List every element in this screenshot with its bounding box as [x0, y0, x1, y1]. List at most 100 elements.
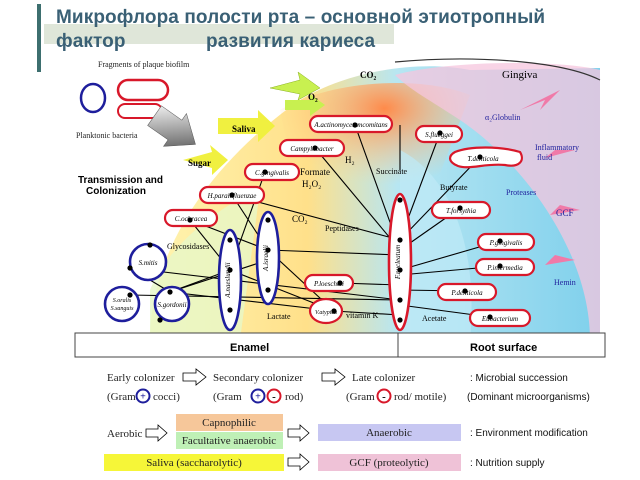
- legend-cocci: cocci): [153, 391, 180, 403]
- title-line-1: Микрофлора полости рта – основной этиотр…: [56, 7, 546, 28]
- sugar-arrow: [183, 145, 228, 175]
- node-s-mitis-label: S.mitis: [139, 259, 158, 267]
- node-a-israelii: [255, 210, 281, 306]
- node-eubacterium-label: Eubacterium: [481, 315, 518, 323]
- legend-arrow-2: [321, 368, 346, 386]
- o2-arrow: [285, 94, 325, 116]
- fragments-label: Fragments of plaque biofilm: [98, 60, 190, 69]
- gingiva-zone: [395, 63, 600, 341]
- legend-gram-minus-1: [266, 388, 282, 404]
- legend-dominant-note: (Dominant microorganisms): [467, 392, 590, 403]
- o2-label: O₂: [308, 92, 318, 102]
- root-surface-label: Root surface: [470, 342, 537, 354]
- legend-facultative: Facultative anaerobic: [182, 435, 276, 447]
- pink-arrow-2: [540, 150, 575, 158]
- page-title: Микрофлора полости рта – основной этиотр…: [56, 6, 545, 54]
- proteases-label: Proteases: [506, 188, 536, 197]
- enamel-label: Enamel: [230, 342, 269, 354]
- legend-plus-1: +: [140, 392, 146, 403]
- legend-arrow-5: [287, 453, 310, 471]
- legend-minus-2: -: [382, 391, 386, 403]
- title-line-2a: фактор: [56, 31, 126, 52]
- node-t-denticola: [449, 146, 523, 169]
- legend-nutrition-note: : Nutrition supply: [470, 458, 544, 469]
- hemin-label: Hemin: [554, 278, 576, 287]
- legend-anaerobic: Anaerobic: [366, 427, 412, 439]
- gingiva-line: [394, 58, 601, 81]
- node-v-atypica-label: V.atypica: [315, 310, 337, 316]
- node-s-oralis-sanguis: [103, 285, 141, 323]
- node-actinomycetemcomitans: [308, 114, 394, 134]
- node-p-gingivalis: [476, 232, 536, 252]
- node-s-gordonii: [153, 285, 191, 323]
- node-c-gingivalis: [243, 162, 301, 182]
- node-p-intermedia-label: P.intermedia: [486, 264, 523, 272]
- node-v-atypica: [308, 297, 344, 325]
- acetate-label: Acetate: [422, 314, 447, 323]
- pink-arrow-3: [550, 205, 580, 215]
- h2-label: H₂: [345, 155, 355, 165]
- sugar-label: Sugar: [188, 158, 211, 168]
- node-actinomycetemcomitans-label: A.actinomycetemcomitans: [313, 121, 388, 129]
- legend-gram-plus-1: [135, 388, 151, 404]
- gingiva-label: Gingiva: [502, 69, 538, 81]
- title-line-2b: развития кариеса: [206, 31, 376, 52]
- node-p-loescheii: [303, 273, 355, 293]
- legend-gram-minus-2: [376, 388, 392, 404]
- transmission-arrow: [147, 105, 196, 147]
- node-eubacterium: [468, 308, 532, 328]
- legend-minus-1: -: [272, 391, 276, 403]
- saliva-label: Saliva: [232, 124, 256, 134]
- node-t-forsythia-label: T.forsythia: [446, 207, 477, 215]
- node-a-israelii-label: A.israelii: [262, 245, 270, 272]
- legend-capnophilic: Capnophilic: [202, 417, 256, 429]
- node-a-naeslundii: [217, 228, 243, 332]
- title-highlight-band: [44, 24, 394, 44]
- legend: Early colonizer Secondary colonizer Late…: [104, 368, 590, 471]
- globulin-label: α₂Globulin: [485, 113, 520, 122]
- node-p-loescheii-label: P.loescheii: [313, 280, 344, 288]
- pink-arrow-1: [520, 90, 560, 110]
- co2-mid-label: CO₂: [292, 214, 308, 224]
- glycosidases-label: Glycosidases: [167, 242, 209, 251]
- legend-early: Early colonizer: [107, 372, 175, 384]
- succinate-label: Succinate: [376, 167, 408, 176]
- legend-gram-2: (Gram: [213, 391, 242, 403]
- co2-top-label: CO₂: [360, 70, 377, 80]
- gcf-label: GCF: [556, 208, 574, 218]
- node-p-intermedia: [474, 257, 536, 277]
- planktonic-cell-blue: [79, 82, 107, 114]
- tooth-surface-bar: [74, 332, 606, 358]
- legend-plus-2: +: [255, 392, 261, 403]
- node-s-oralis-label: S.oralis: [113, 298, 132, 304]
- node-campylobacter-label: Campylobacter: [290, 145, 333, 153]
- legend-gram-1: (Gram: [107, 391, 136, 403]
- node-s-gordonii-label: S.gordonii: [157, 301, 186, 309]
- connection-dots: [127, 122, 503, 323]
- legend-gcf: GCF (proteolytic): [349, 457, 428, 469]
- node-p-denticola-label: P.denticola: [450, 289, 483, 297]
- co2-arrow: [269, 71, 321, 101]
- pink-arrow-4: [545, 255, 575, 265]
- butyrate-label: Butyrate: [440, 183, 468, 192]
- legend-anaerobic-box: [318, 424, 461, 441]
- legend-aerobic: Aerobic: [107, 428, 143, 440]
- node-t-denticola-label: T.denticola: [467, 155, 499, 163]
- node-c-gingivalis-label: C.gingivalis: [255, 169, 289, 177]
- legend-gram-3: (Gram: [346, 391, 375, 403]
- legend-late: Late colonizer: [352, 372, 416, 384]
- node-s-sanguis-label: S.sanguis: [111, 306, 135, 312]
- lactate-label: Lactate: [267, 312, 291, 321]
- peptidases-label: Peptidases: [325, 224, 359, 233]
- legend-gram-plus-2: [250, 388, 266, 404]
- legend-secondary: Secondary colonizer: [213, 372, 303, 384]
- legend-rod-motile: rod/ motile): [394, 391, 447, 403]
- legend-capnophilic-box: [176, 414, 283, 431]
- vitamin-k-label: vitamin K: [346, 311, 378, 320]
- legend-gcf-box: [318, 454, 461, 471]
- legend-arrow-1: [182, 368, 207, 386]
- legend-environment-note: : Environment modification: [470, 428, 588, 439]
